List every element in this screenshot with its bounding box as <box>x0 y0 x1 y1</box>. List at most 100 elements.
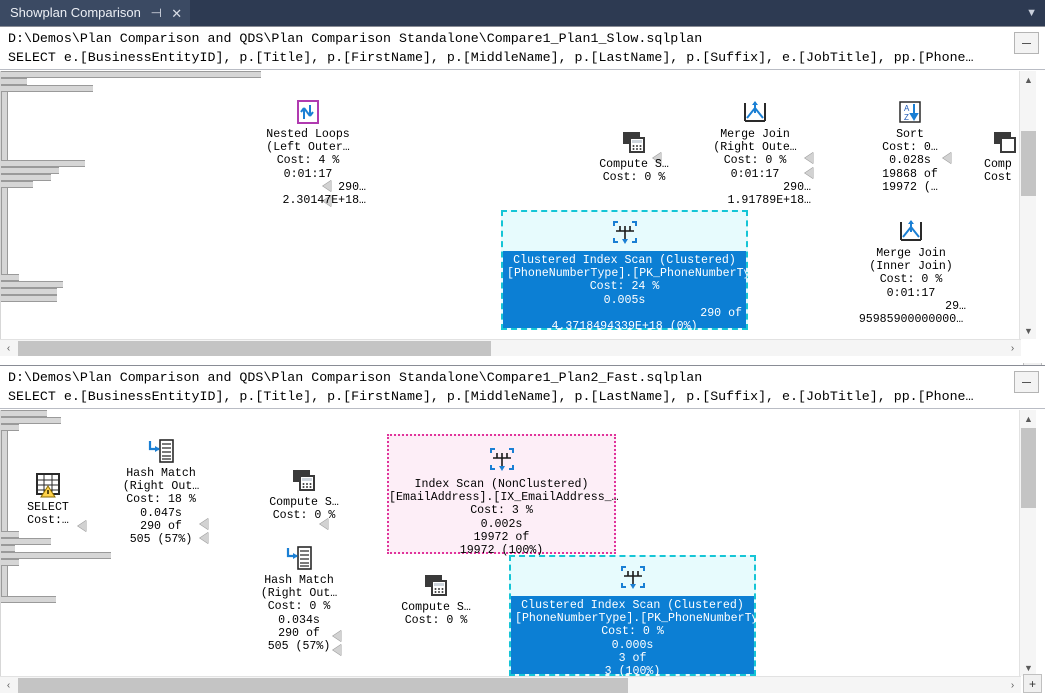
connector-arrow <box>200 518 209 530</box>
plan-bottom-file-path: D:\Demos\Plan Comparison and QDS\Plan Co… <box>8 370 703 385</box>
operator-node-index-scan-highlighted[interactable]: Index Scan (NonClustered) [EmailAddress]… <box>387 434 619 557</box>
select-warning-icon <box>33 470 63 500</box>
merge-join-icon <box>740 97 770 127</box>
scroll-right-icon[interactable]: › <box>1010 680 1015 691</box>
plan-pane-top: D:\Demos\Plan Comparison and QDS\Plan Co… <box>0 26 1045 380</box>
operator-node-hash-match-2[interactable]: Hash Match (Right Out… Cost: 0 % 0.034s … <box>244 543 354 653</box>
operator-node-merge-join-inner[interactable]: Merge Join (Inner Join) Cost: 0 % 0:01:1… <box>856 216 966 326</box>
operator-node-text: Nested Loops (Left Outer… Cost: 4 % 0:01… <box>266 128 366 208</box>
connector <box>1 295 57 302</box>
nested-loops-icon <box>293 97 323 127</box>
operator-node-compute-scalar-2[interactable]: Comp Cost <box>984 127 1018 184</box>
connector <box>1 417 61 424</box>
tab-showplan-comparison[interactable]: Showplan Comparison ⊣ ✕ <box>0 0 191 26</box>
svg-text:Z: Z <box>904 113 909 122</box>
operator-node-sort[interactable]: A Z Sort Cost: 0… 0.028s 19868 of 19972 … <box>863 97 957 194</box>
connector <box>1 559 19 566</box>
scroll-thumb[interactable] <box>1021 131 1036 196</box>
operator-node-fill: Clustered Index Scan (Clustered) [PhoneN… <box>503 251 757 333</box>
scroll-thumb[interactable] <box>18 678 628 693</box>
operator-node-text: Clustered Index Scan (Clustered) [PhoneN… <box>507 254 758 334</box>
plan-top-query-text: SELECT e.[BusinessEntityID], p.[Title], … <box>8 50 974 65</box>
operator-node-clustered-index-scan-highlighted[interactable]: Clustered Index Scan (Clustered) [PhoneN… <box>501 210 757 333</box>
connector <box>1 545 15 552</box>
scroll-thumb[interactable] <box>1021 428 1036 508</box>
compute-scalar-icon <box>619 127 649 157</box>
connector-arrow <box>333 630 342 642</box>
plan-top-vertical-scrollbar[interactable]: ▲ ▼ <box>1019 71 1036 339</box>
operator-node-clustered-index-scan-highlighted-2-visible[interactable]: Clustered Index Scan (Clustered) [PhoneN… <box>509 555 765 678</box>
hash-match-icon <box>284 543 314 573</box>
connector-arrow <box>805 167 814 179</box>
pane-splitter[interactable] <box>0 357 1045 363</box>
scroll-up-icon[interactable]: ▲ <box>1024 74 1033 85</box>
plan-bottom-zoom-button[interactable]: + <box>1023 674 1042 693</box>
connector <box>1 85 93 92</box>
scroll-down-icon[interactable]: ▼ <box>1024 662 1033 673</box>
connector <box>1 566 8 596</box>
scroll-up-icon[interactable]: ▲ <box>1024 413 1033 424</box>
svg-text:A: A <box>904 104 910 113</box>
operator-node-text: Comp Cost <box>984 158 1012 185</box>
connector-arrow <box>333 644 342 656</box>
index-scan-icon <box>618 562 648 592</box>
merge-join-icon <box>896 216 926 246</box>
plan-top-horizontal-scrollbar[interactable]: ‹ › <box>0 339 1021 356</box>
operator-node-text: Compute S… Cost: 0 % <box>401 601 471 628</box>
plan-top-file-path: D:\Demos\Plan Comparison and QDS\Plan Co… <box>8 31 703 46</box>
connector <box>1 552 111 559</box>
connector <box>1 288 57 295</box>
index-scan-icon <box>610 217 640 247</box>
scroll-right-icon[interactable]: › <box>1010 343 1015 354</box>
operator-node-compute-scalar-3[interactable]: Compute S… Cost: 0 % <box>249 465 359 522</box>
operator-node-select[interactable]: SELECT Cost:… <box>15 470 81 527</box>
operator-node-text: Clustered Index Scan (Clustered) [PhoneN… <box>515 599 766 679</box>
connector <box>1 78 27 85</box>
plan-pane-bottom: D:\Demos\Plan Comparison and QDS\Plan Co… <box>0 365 1045 698</box>
operator-node-text: Hash Match (Right Out… Cost: 0 % 0.034s … <box>260 574 338 654</box>
scroll-left-icon[interactable]: ‹ <box>6 680 11 691</box>
operator-node-hash-match-1[interactable]: Hash Match (Right Out… Cost: 18 % 0.047s… <box>106 436 216 546</box>
operator-node-text: SELECT Cost:… <box>27 501 69 528</box>
plan-bottom-query-text: SELECT e.[BusinessEntityID], p.[Title], … <box>8 389 974 404</box>
compute-scalar-icon <box>990 127 1018 157</box>
scroll-down-icon[interactable]: ▼ <box>1024 325 1033 336</box>
close-icon[interactable]: ✕ <box>171 5 183 21</box>
operator-node-fill: Clustered Index Scan (Clustered) [PhoneN… <box>511 596 765 678</box>
connector-arrow <box>78 520 87 532</box>
plan-top-collapse-button[interactable] <box>1014 32 1039 54</box>
connector <box>1 174 51 181</box>
connector <box>1 181 33 188</box>
connector-arrow <box>323 180 332 192</box>
sort-icon: A Z <box>895 97 925 127</box>
compute-scalar-icon <box>289 465 319 495</box>
scroll-left-icon[interactable]: ‹ <box>6 343 11 354</box>
connector <box>1 531 19 538</box>
connector-arrow <box>653 152 662 164</box>
operator-node-text: Sort Cost: 0… 0.028s 19868 of 19972 (… <box>882 128 938 194</box>
connector <box>1 596 56 603</box>
connector <box>1 188 8 274</box>
connector <box>1 160 85 167</box>
chevron-down-icon[interactable]: ▼ <box>1026 7 1037 19</box>
operator-node-compute-scalar-4[interactable]: Compute S… Cost: 0 % <box>381 570 491 627</box>
connector <box>1 410 47 417</box>
plan-bottom-vertical-scrollbar[interactable]: ▲ ▼ <box>1019 410 1036 676</box>
connector <box>1 167 59 174</box>
operator-node-nested-loops[interactable]: Nested Loops (Left Outer… Cost: 4 % 0:01… <box>250 97 366 207</box>
scroll-thumb[interactable] <box>18 341 491 356</box>
plan-bottom-header: D:\Demos\Plan Comparison and QDS\Plan Co… <box>0 365 1045 409</box>
connector <box>1 431 8 531</box>
operator-node-merge-join-right-outer[interactable]: Merge Join (Right Oute… Cost: 0 % 0:01:1… <box>699 97 811 207</box>
operator-node-text: Merge Join (Inner Join) Cost: 0 % 0:01:1… <box>858 247 966 327</box>
plan-bottom-horizontal-scrollbar[interactable]: ‹ › <box>0 676 1021 693</box>
plan-bottom-collapse-button[interactable] <box>1014 371 1039 393</box>
connector <box>1 538 51 545</box>
pin-icon[interactable]: ⊣ <box>150 6 162 20</box>
operator-node-text: Merge Join (Right Oute… Cost: 0 % 0:01:1… <box>713 128 811 208</box>
plan-top-canvas[interactable]: Nested Loops (Left Outer… Cost: 4 % 0:01… <box>0 71 1018 339</box>
connector <box>1 71 261 78</box>
connector <box>1 92 8 160</box>
operator-node-compute-scalar-1[interactable]: Compute S… Cost: 0 % <box>579 127 689 184</box>
